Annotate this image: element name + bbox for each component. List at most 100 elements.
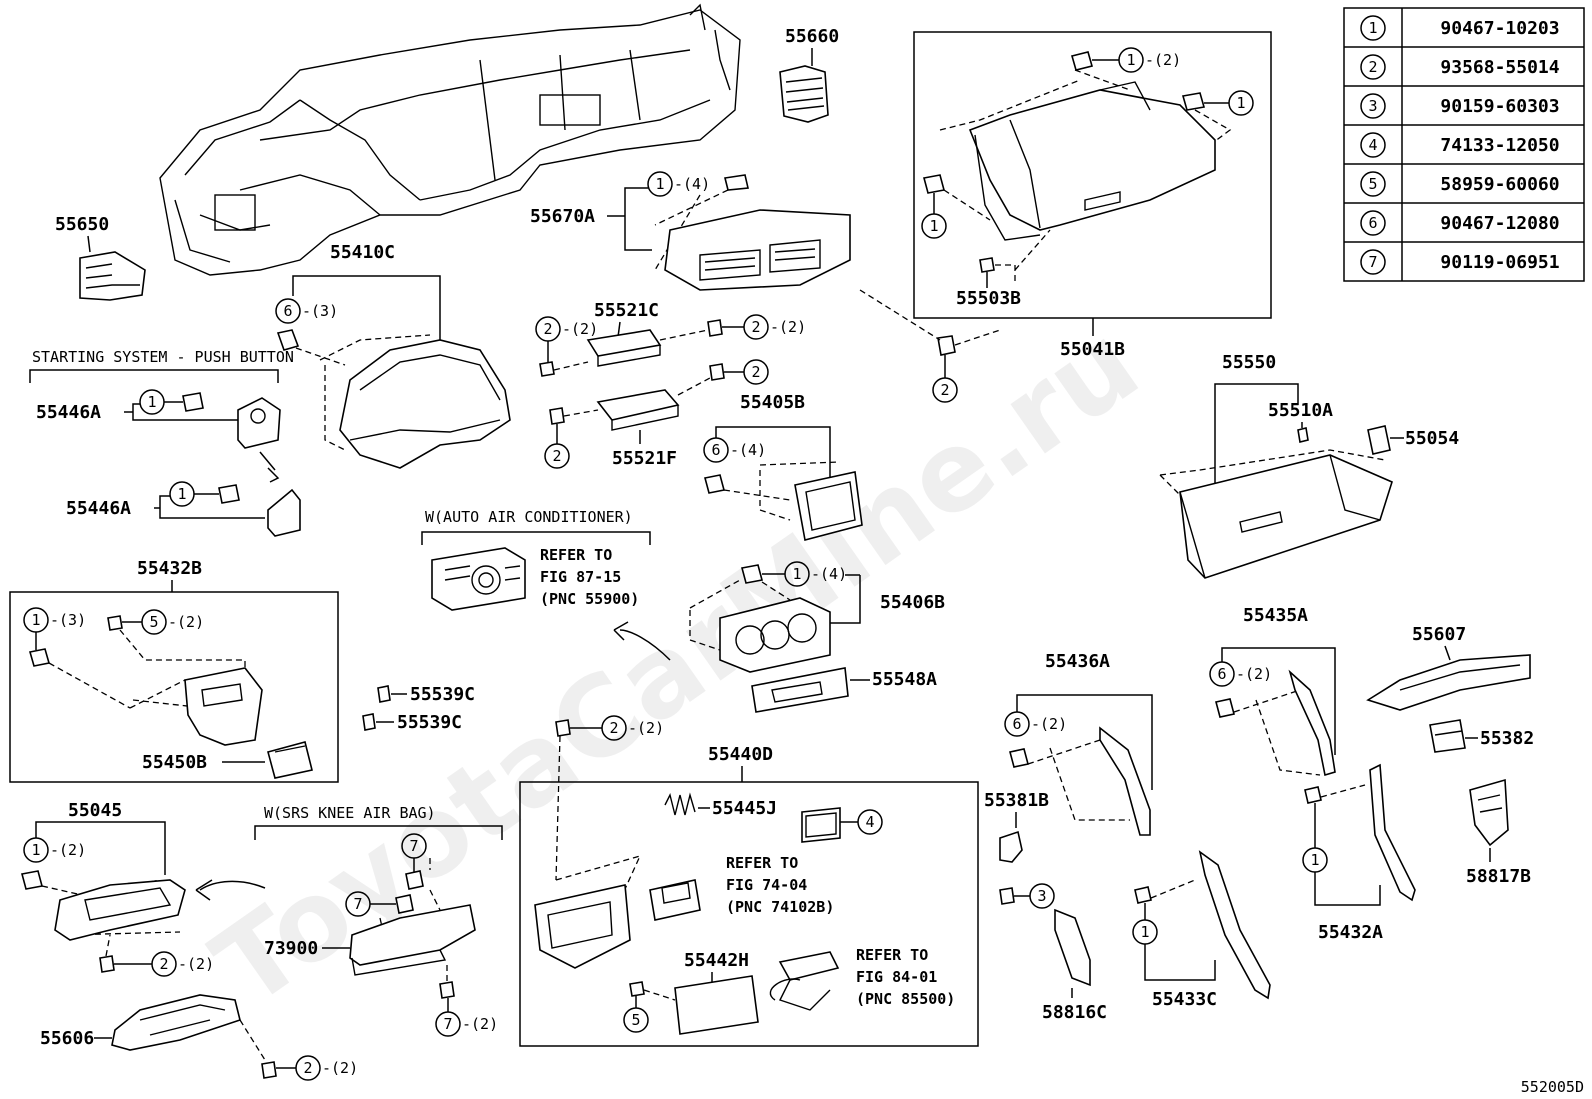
panel-55606-drawing [111,994,241,1051]
part-label-55406B[interactable]: 55406B [880,592,945,613]
callout-key: 1 [1126,51,1135,69]
part-label-58816C[interactable]: 58816C [1042,1002,1107,1023]
legend-part-number[interactable]: 58959-60060 [1440,174,1559,195]
bezel-55405B-drawing [794,471,863,541]
legend-part-number[interactable]: 93568-55014 [1440,57,1559,78]
vent-55650-drawing [79,251,146,301]
legend-part-number[interactable]: 90119-06951 [1440,252,1559,273]
part-label-55450B[interactable]: 55450B [142,752,207,773]
legend-part-number[interactable]: 90159-60303 [1440,96,1559,117]
switch-55521F-drawing [596,389,680,431]
legend-key: 4 [1368,136,1377,154]
legend-key: 2 [1368,58,1377,76]
part-label-58817B[interactable]: 58817B [1466,866,1531,887]
legend-key: 6 [1368,214,1377,232]
watermark: ToyotaCarMine.ru [191,299,1160,1031]
part-label-55381B[interactable]: 55381B [984,790,1049,811]
callout-qty: -(4) [811,565,847,583]
callout-key: 7 [353,895,362,913]
part-label-55539C[interactable]: 55539C [397,712,462,733]
glovebox-55550-drawing [1179,454,1393,579]
switch-55521C-drawing [586,329,662,367]
legend-part-number[interactable]: 74133-12050 [1440,135,1559,156]
part-label-55054[interactable]: 55054 [1405,428,1459,449]
cover-58816C-drawing [1054,908,1091,987]
ac-control-panel-drawing [719,597,831,673]
part-label-55433C[interactable]: 55433C [1152,989,1217,1010]
legend-row: 4 74133-12050 [1360,132,1560,158]
legend-row: 5 58959-60060 [1360,171,1560,197]
part-label-55410C[interactable]: 55410C [330,242,395,263]
part-label-55650[interactable]: 55650 [55,214,109,235]
part-label-55446A[interactable]: 55446A [36,402,101,423]
refer-note-line[interactable]: FIG 84-01 [856,968,937,986]
tray-55450B-drawing [267,741,313,779]
diagram-code: 552005D [1521,1078,1584,1096]
callout-qty: -(2) [178,955,214,973]
callout-key: 6 [1217,665,1226,683]
part-label-55442H[interactable]: 55442H [684,950,749,971]
part-label-55432B[interactable]: 55432B [137,558,202,579]
glovebox-door-drawing [968,81,1216,241]
refer-note-line: (PNC 85500) [856,990,955,1008]
callout-qty: -(3) [50,611,86,629]
part-label-55503B[interactable]: 55503B [956,288,1021,309]
callout-qty: -(4) [674,175,710,193]
part-label-55510A[interactable]: 55510A [1268,400,1333,421]
callout-key: 6 [1012,715,1021,733]
trim-55435A-drawing [1288,669,1336,777]
note-auto-ac: W(AUTO AIR CONDITIONER) [425,508,633,526]
trim-55436A-drawing [1099,726,1151,836]
part-label-55041B[interactable]: 55041B [1060,339,1125,360]
legend-row: 2 93568-55014 [1360,54,1560,80]
legend-row: 7 90119-06951 [1360,249,1560,275]
callout-key: 2 [751,318,760,336]
note-srs-knee: W(SRS KNEE AIR BAG) [264,804,436,822]
part-label-55670A[interactable]: 55670A [530,206,595,227]
part-label-55435A[interactable]: 55435A [1243,605,1308,626]
callout-qty: -(2) [1236,665,1272,683]
push-button-switch-alt-drawing [267,488,301,537]
note-push-button: STARTING SYSTEM - PUSH BUTTON [32,348,294,366]
part-label-55045[interactable]: 55045 [68,800,122,821]
power-outlet-drawing [769,951,840,1011]
legend-part-number[interactable]: 90467-10203 [1440,18,1559,39]
legend-key: 5 [1368,175,1377,193]
group-box-55432B [9,591,339,783]
legend-part-number[interactable]: 90467-12080 [1440,213,1559,234]
part-label-55539C[interactable]: 55539C [410,684,475,705]
refer-note-line[interactable]: FIG 74-04 [726,876,807,894]
part-label-55660[interactable]: 55660 [785,26,839,47]
part-label-55440D[interactable]: 55440D [708,744,773,765]
legend-row: 1 90467-10203 [1360,15,1560,41]
part-label-55382[interactable]: 55382 [1480,728,1534,749]
callout-key: 1 [1140,923,1149,941]
push-button-switch-drawing [237,397,281,449]
part-label-55521F[interactable]: 55521F [612,448,677,469]
part-label-55436A[interactable]: 55436A [1045,651,1110,672]
callout-key: 1 [1236,94,1245,112]
part-label-55521C[interactable]: 55521C [594,300,659,321]
refer-note-line: (PNC 55900) [540,590,639,608]
part-label-55432A[interactable]: 55432A [1318,922,1383,943]
auto-ac-panel-drawing [431,547,526,611]
part-label-73900[interactable]: 73900 [264,938,318,959]
switch-55382-drawing [1429,719,1466,753]
legend-key: 1 [1368,19,1377,37]
callout-key: 1 [792,565,801,583]
part-label-55446A[interactable]: 55446A [66,498,131,519]
part-label-55405B[interactable]: 55405B [740,392,805,413]
callout-key: 1 [147,393,156,411]
part-label-55607[interactable]: 55607 [1412,624,1466,645]
callout-qty: -(2) [50,841,86,859]
part-label-55606[interactable]: 55606 [40,1028,94,1049]
part-label-55445J[interactable]: 55445J [712,798,777,819]
part-label-55548A[interactable]: 55548A [872,669,937,690]
callout-key: 3 [1037,887,1046,905]
callout-qty: -(2) [1031,715,1067,733]
callout-key: 1 [1310,851,1319,869]
dashboard-frame-drawing [159,3,741,276]
refer-note-line[interactable]: FIG 87-15 [540,568,621,586]
part-label-55550[interactable]: 55550 [1222,352,1276,373]
